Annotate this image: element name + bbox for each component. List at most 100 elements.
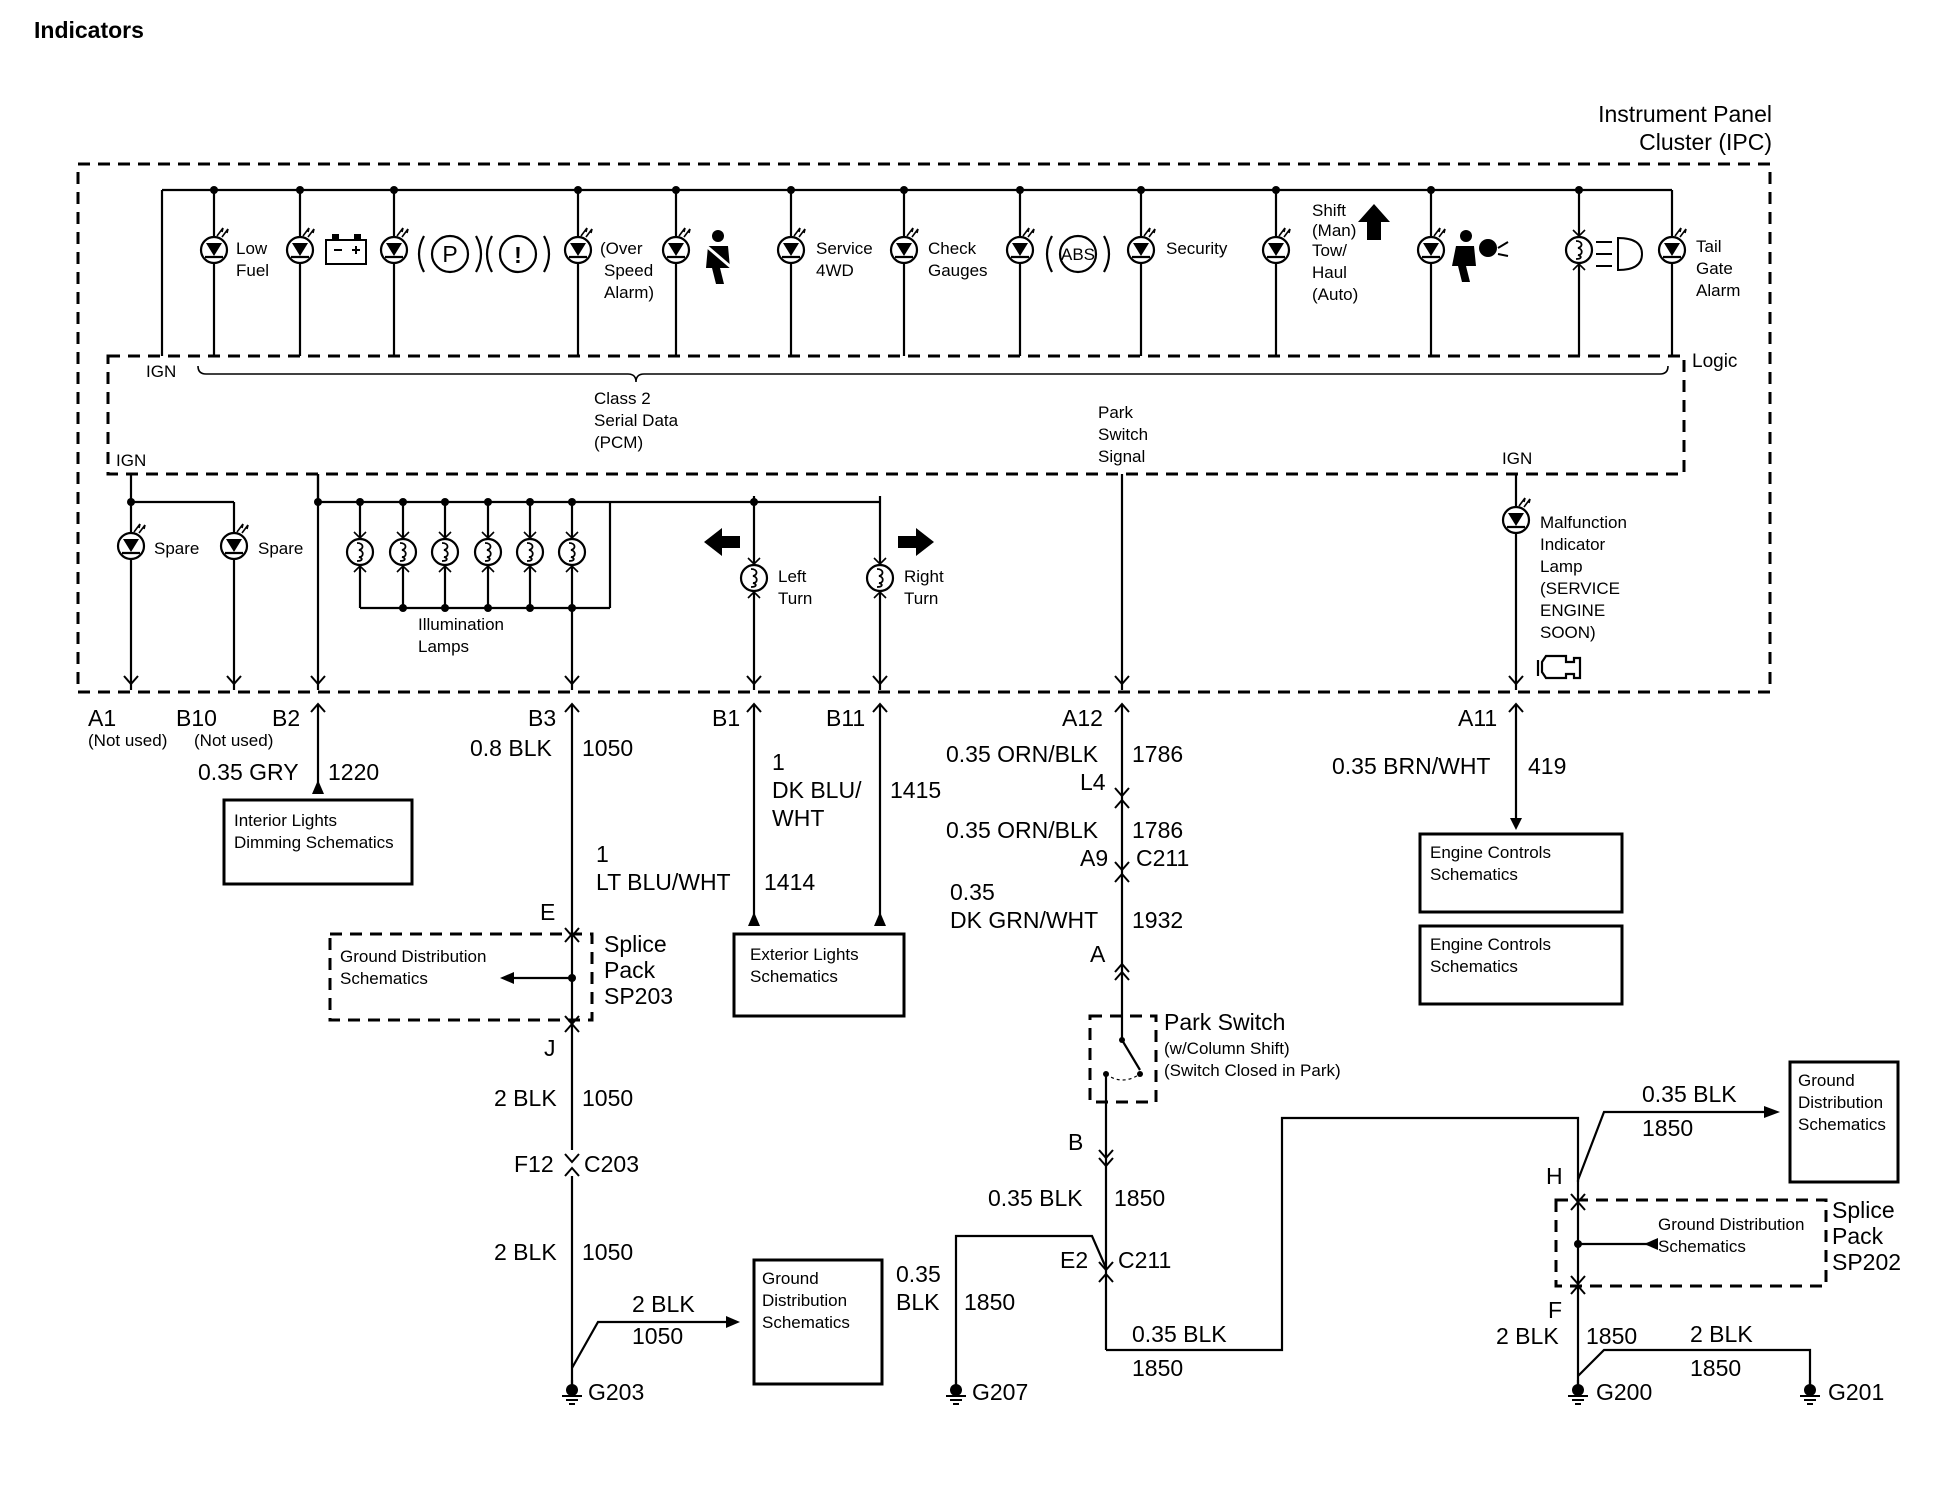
pin-b2: B2 [272, 705, 300, 731]
g203-branch-circuit: 1050 [632, 1323, 683, 1349]
a9-pin: A9 [1080, 845, 1108, 871]
ground-g200-icon [1566, 1378, 1590, 1406]
upshift-arrow-icon [1358, 204, 1390, 240]
ground-g201-icon [1798, 1378, 1822, 1406]
pin-b11: B11 [826, 705, 865, 731]
mil-label-5: ENGINE [1540, 601, 1605, 620]
b11-wire-label-2: LT BLU/WHT [596, 869, 731, 895]
ground-dist-sp202-ref-1: Ground Distribution [1658, 1215, 1804, 1234]
ground-g201-label: G201 [1828, 1379, 1884, 1405]
a9-circuit-label: 1786 [1132, 817, 1183, 843]
e2-to-h-wire [1106, 1116, 1580, 1352]
park-signal-label-2: Switch [1098, 425, 1148, 444]
tailgate-label-1: Tail [1696, 237, 1722, 256]
park-brake-icon [417, 234, 483, 274]
h-out-wire-label: 0.35 BLK [1642, 1081, 1737, 1107]
abs-icon [1045, 234, 1111, 274]
g203-circuit-label: 1050 [582, 1239, 633, 1265]
class2-bracket [197, 365, 1669, 383]
check-gauges-label-2: Gauges [928, 261, 988, 280]
ign-top-label: IGN [146, 362, 176, 381]
b1-wire-label-1: 1 [772, 749, 785, 775]
sp202-out-pin: F [1548, 1297, 1562, 1323]
sp202-label-1: Splice [1832, 1197, 1895, 1223]
brake-warning-glyph: ! [514, 242, 522, 268]
park-brake-glyph: P [442, 241, 457, 267]
left-turn-label-2: Turn [778, 589, 812, 608]
ground-g207-label: G207 [972, 1379, 1028, 1405]
page-title: Indicators [34, 17, 144, 43]
class2-line2: Serial Data [594, 411, 679, 430]
mil-lamp [1501, 474, 1532, 690]
pin-a1-note: (Not used) [88, 731, 167, 750]
sp203-label-1: Splice [604, 931, 667, 957]
security-label: Security [1166, 239, 1228, 258]
c211-bottom-label: C211 [1118, 1247, 1171, 1273]
left-arrow-icon [704, 528, 740, 556]
park-switch-b-wire [1098, 1102, 1114, 1350]
illumination-label-2: Lamps [418, 637, 469, 656]
pin-a1: A1 [88, 705, 116, 731]
pin-a11: A11 [1458, 705, 1497, 731]
j-wire-label: 2 BLK [494, 1085, 557, 1111]
headlamp-icon [1596, 236, 1644, 272]
park-signal-label-1: Park [1098, 403, 1133, 422]
a11-wire [1508, 703, 1524, 830]
sp202-label-2: Pack [1832, 1223, 1884, 1249]
interior-lights-ref-1: Interior Lights [234, 811, 337, 830]
h-out-wire [1576, 1106, 1780, 1181]
ground-dist-right-ref-box [1788, 1060, 1900, 1184]
b1-wire-label-2: DK BLU/ [772, 777, 862, 803]
exterior-lights-ref-1: Exterior Lights [750, 945, 859, 964]
seatbelt-icon [703, 230, 733, 284]
airbag-icon [1452, 230, 1509, 282]
a12-wire-label: 0.35 ORN/BLK [946, 741, 1099, 767]
e2-pin: E2 [1060, 1247, 1088, 1273]
park-wire-label-1: 0.35 [950, 879, 995, 905]
ground-dist-sp203-ref-1: Ground Distribution [340, 947, 486, 966]
mil-label-6: SOON) [1540, 623, 1596, 642]
b3-circuit-label: 1050 [582, 735, 633, 761]
ground-dist-g203-ref-box [752, 1258, 884, 1386]
ground-dist-right-ref-2: Distribution [1798, 1093, 1883, 1112]
ipc-boundary [76, 162, 1772, 694]
right-arrow-icon [898, 528, 934, 556]
class2-line3: (PCM) [594, 433, 643, 452]
g201-circuit-label: 1850 [1690, 1355, 1741, 1381]
a11-wire-label: 0.35 BRN/WHT [1332, 753, 1490, 779]
f-circuit-label: 1850 [1586, 1323, 1637, 1349]
abs-glyph: ABS [1061, 245, 1095, 264]
sp202-label-3: SP202 [1832, 1249, 1901, 1275]
pin-b1: B1 [712, 705, 740, 731]
c203-connector [564, 1153, 580, 1177]
over-speed-label-2: Speed [604, 261, 653, 280]
g201-wire-label: 2 BLK [1690, 1321, 1753, 1347]
ign-left-label: IGN [116, 451, 146, 470]
b1-b11-wires [746, 703, 888, 926]
right-turn-label-2: Turn [904, 589, 938, 608]
b2-wire [310, 703, 326, 794]
spare1-label: Spare [154, 539, 199, 558]
b1-wire-label-3: WHT [772, 805, 824, 831]
park-switch-note-1: (w/Column Shift) [1164, 1039, 1290, 1058]
sp203-label-3: SP203 [604, 983, 673, 1009]
service-4wd-label-2: 4WD [816, 261, 854, 280]
splice-pack-sp203 [328, 927, 594, 1033]
g207-wire-label-2: BLK [896, 1289, 940, 1315]
ground-g207-icon [944, 1378, 968, 1406]
ign-bus-top [160, 188, 1674, 356]
over-speed-label-1: (Over [600, 239, 643, 258]
park-switch[interactable] [1088, 1014, 1158, 1104]
shift-label-5: (Auto) [1312, 285, 1358, 304]
illumination-lamps [310, 474, 612, 690]
g203-wire-label: 2 BLK [494, 1239, 557, 1265]
j-circuit-label: 1050 [582, 1085, 633, 1111]
shift-label-2: (Man) [1312, 221, 1356, 240]
c203-label: C203 [584, 1151, 639, 1177]
sp203-out-pin: J [544, 1035, 556, 1061]
sp203-label-2: Pack [604, 957, 656, 983]
ground-dist-g203-ref-1: Ground [762, 1269, 819, 1288]
pin-a12: A12 [1062, 705, 1103, 731]
a11-circuit-label: 419 [1528, 753, 1566, 779]
b2-wire-label: 0.35 GRY [198, 759, 299, 785]
